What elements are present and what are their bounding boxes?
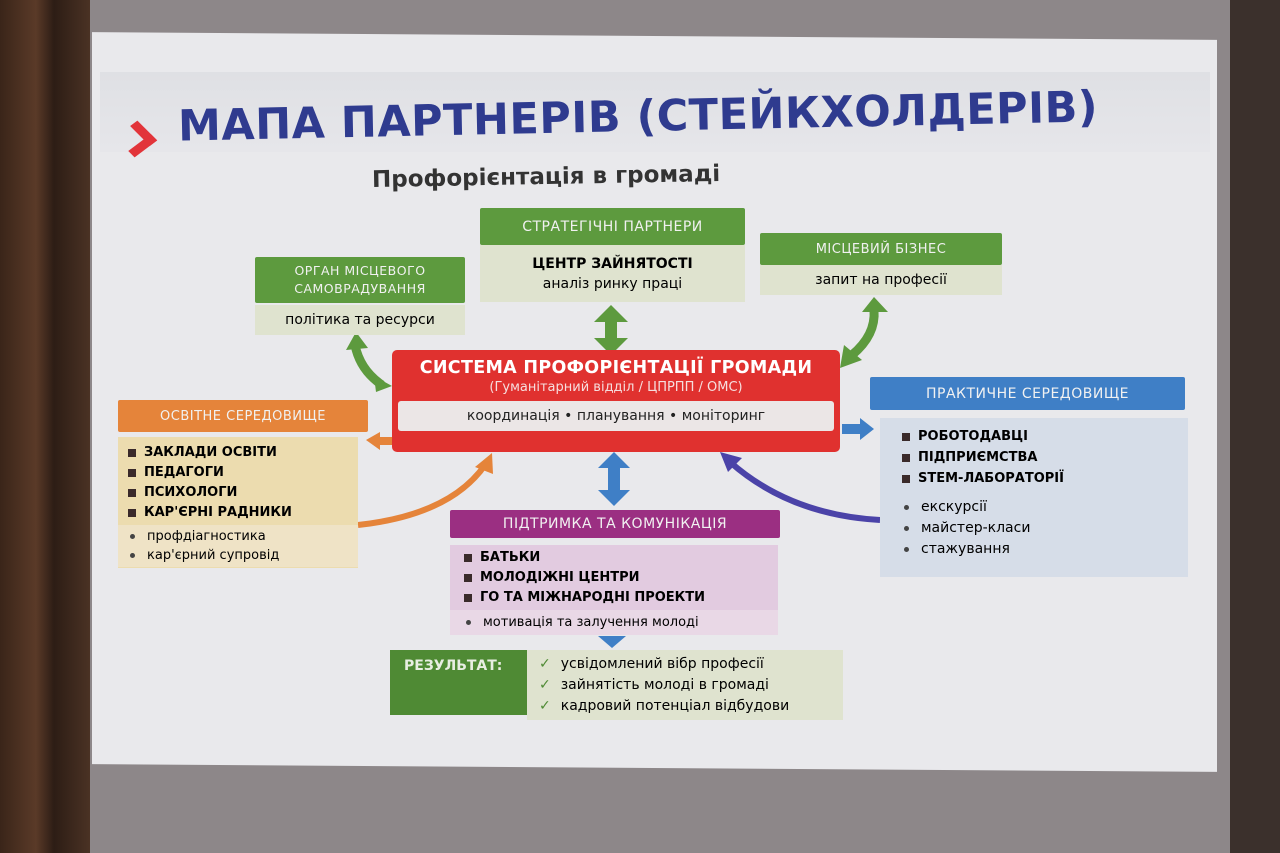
- employment-center-desc: аналіз ринку праці: [542, 275, 683, 292]
- arrow-education: [366, 432, 392, 450]
- strategic-partners-body: ЦЕНТР ЗАЙНЯТОСТІ аналіз ринку праці: [480, 245, 745, 302]
- result-item: ✓кадровий потенціал відбудови: [539, 696, 831, 717]
- arrow-practical-return: [728, 459, 881, 523]
- center-title: СИСТЕМА ПРОФОРІЄНТАЦІЇ ГРОМАДИ: [419, 358, 813, 378]
- local-gov-desc: політика та ресурси: [255, 305, 465, 335]
- center-functions: координація • планування • моніторинг: [398, 401, 834, 431]
- result-list: ✓усвідомлений вібр професії ✓зайнятість …: [527, 650, 843, 720]
- wooden-wall: [0, 0, 90, 853]
- education-item: ПСИХОЛОГИ: [128, 483, 348, 503]
- education-activity: кар'єрний супровід: [128, 546, 348, 565]
- arrow-support: [598, 452, 630, 506]
- check-icon: ✓: [539, 698, 551, 714]
- practical-item: РОБОТОДАВЦІ: [902, 426, 1166, 447]
- arrow-business-head-top: [862, 297, 888, 312]
- result-item: ✓усвідомлений вібр професії: [539, 654, 831, 675]
- arrow-business: [849, 309, 879, 359]
- education-header: ОСВІТНЕ СЕРЕДОВИЩЕ: [118, 400, 368, 432]
- support-activity: мотивація та залучення молоді: [464, 612, 764, 633]
- check-icon: ✓: [539, 677, 551, 693]
- arrow-education-return-head: [475, 453, 493, 474]
- strategic-partners-header: СТРАТЕГІЧНІ ПАРТНЕРИ: [480, 208, 745, 245]
- practical-item: ПІДПРИЄМСТВА: [902, 447, 1166, 468]
- support-item: БАТЬКИ: [464, 548, 764, 568]
- local-gov-header-line2: САМОВРАДУВАННЯ: [294, 281, 426, 296]
- education-item: ПЕДАГОГИ: [128, 463, 348, 483]
- arrow-business-head-bottom: [840, 345, 862, 368]
- result-label: РЕЗУЛЬТАТ:: [390, 650, 527, 715]
- practical-item: STEM-ЛАБОРАТОРІЇ: [902, 468, 1166, 489]
- education-item: ЗАКЛАДИ ОСВІТИ: [128, 443, 348, 463]
- local-gov-header: ОРГАН МІСЦЕВОГО САМОВРАДУВАННЯ: [255, 257, 465, 303]
- local-gov-header-line1: ОРГАН МІСЦЕВОГО: [294, 263, 426, 278]
- practical-activity: стажування: [902, 539, 1166, 560]
- arrow-education-return: [357, 463, 488, 528]
- right-wall: [1230, 0, 1280, 853]
- center-system-box: СИСТЕМА ПРОФОРІЄНТАЦІЇ ГРОМАДИ (Гуманіта…: [392, 350, 840, 452]
- check-icon: ✓: [539, 656, 551, 672]
- support-item: ГО ТА МІЖНАРОДНІ ПРОЕКТИ: [464, 588, 764, 608]
- education-activity: профдіагностика: [128, 527, 348, 546]
- practical-header: ПРАКТИЧНЕ СЕРЕДОВИЩЕ: [870, 377, 1185, 410]
- practical-body: РОБОТОДАВЦІ ПІДПРИЄМСТВА STEM-ЛАБОРАТОРІ…: [880, 418, 1188, 577]
- practical-activity: екскурсії: [902, 497, 1166, 518]
- support-body: БАТЬКИ МОЛОДІЖНІ ЦЕНТРИ ГО ТА МІЖНАРОДНІ…: [450, 545, 778, 635]
- arrow-practical: [842, 418, 874, 440]
- business-desc: запит на професії: [760, 265, 1002, 295]
- title-bar: [100, 72, 1210, 152]
- arrow-result: [598, 636, 626, 648]
- arrow-local-gov-head-top: [346, 332, 368, 350]
- support-item: МОЛОДІЖНІ ЦЕНТРИ: [464, 568, 764, 588]
- arrow-practical-return-head: [720, 452, 742, 472]
- arrow-strategic: [594, 305, 628, 355]
- arrow-local-gov-head-bottom: [374, 376, 392, 392]
- education-item: КАР'ЄРНІ РАДНИКИ: [128, 503, 348, 523]
- employment-center-name: ЦЕНТР ЗАЙНЯТОСТІ: [532, 255, 693, 272]
- practical-activity: майстер-класи: [902, 518, 1166, 539]
- center-subtitle: (Гуманітарний відділ / ЦПРПП / ОМС): [489, 380, 743, 395]
- result-item: ✓зайнятість молоді в громаді: [539, 675, 831, 696]
- education-body: ЗАКЛАДИ ОСВІТИ ПЕДАГОГИ ПСИХОЛОГИ КАР'ЄР…: [118, 437, 358, 568]
- support-header: ПІДТРИМКА ТА КОМУНІКАЦІЯ: [450, 510, 780, 538]
- business-header: МІСЦЕВИЙ БІЗНЕС: [760, 233, 1002, 265]
